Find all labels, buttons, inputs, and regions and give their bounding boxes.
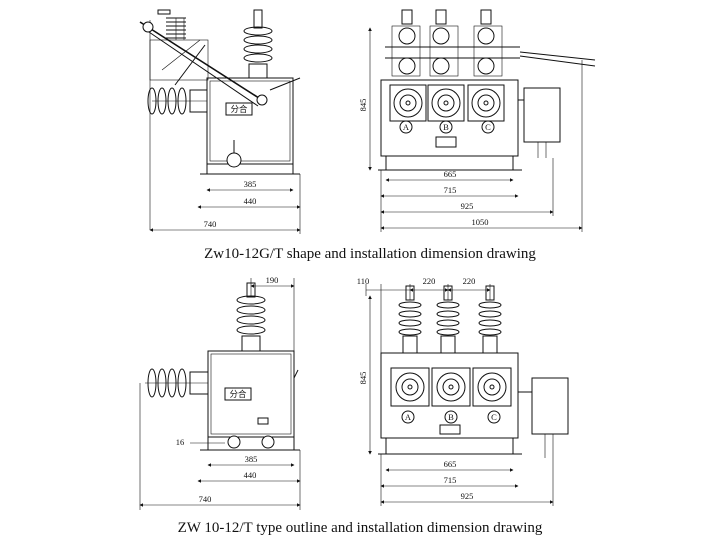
front-plate-2 — [439, 424, 461, 435]
front-dim-715-b: 715 — [444, 475, 457, 485]
base-wheel-left — [227, 435, 241, 449]
phase-b-label-2: B — [448, 412, 454, 422]
front-box — [380, 79, 519, 157]
side-dim-440: 440 — [244, 196, 257, 206]
side-dim-740-b: 740 — [199, 494, 212, 504]
front-height-dim: 845 — [358, 99, 368, 112]
side-bushing-2 — [145, 368, 209, 398]
front-plate — [435, 136, 457, 148]
side-dim-385: 385 — [244, 179, 257, 189]
phase-windows — [389, 84, 505, 122]
panel-label-2: 分合 — [229, 389, 247, 399]
isolator-arm — [139, 20, 301, 230]
top-side-view: 分合 385 440 740 — [139, 9, 301, 234]
base-wheel-right — [261, 435, 275, 449]
phase-windows-2 — [390, 367, 512, 407]
front-box-2 — [380, 352, 519, 439]
top-caption: Zw10-12G/T shape and installation dimens… — [204, 246, 536, 262]
side-bushing — [147, 87, 208, 115]
front-top-dim-220-b: 220 — [463, 276, 476, 286]
side-dim-385-b: 385 — [245, 454, 258, 464]
front-top-dim-110: 110 — [357, 276, 369, 286]
bottom-front-view: A B C 110 220 220 845 665 715 — [357, 276, 569, 506]
front-top-dim-220-a: 220 — [423, 276, 436, 286]
top-bushing — [243, 9, 273, 79]
bottom-side-view: 分合 16 190 385 440 740 — [139, 275, 301, 510]
front-dim-665-b: 665 — [444, 459, 457, 469]
bottom-caption: ZW 10-12/T type outline and installation… — [178, 520, 543, 536]
phase-c-label: C — [485, 122, 491, 132]
breaker-box — [206, 77, 294, 165]
top-front-view: A B C 845 665 715 925 1050 — [358, 9, 596, 232]
side-dim-740: 740 — [204, 219, 217, 229]
bolt-dim-16: 16 — [176, 437, 185, 447]
front-dim-1050: 1050 — [472, 217, 489, 227]
front-dim-925: 925 — [461, 201, 474, 211]
side-dim-440-b: 440 — [244, 470, 257, 480]
control-cabinet-2 — [531, 377, 569, 435]
base-ring — [226, 152, 242, 168]
front-dim-715: 715 — [444, 185, 457, 195]
front-dim-665: 665 — [444, 169, 457, 179]
front-height-dim-2: 845 — [358, 372, 368, 385]
phase-c-label-2: C — [491, 412, 497, 422]
side-dim-190: 190 — [266, 275, 279, 285]
panel-plate-2 — [224, 387, 252, 401]
panel-label: 分合 — [230, 104, 248, 114]
front-dim-925-b: 925 — [461, 491, 474, 501]
three-bushings — [398, 285, 502, 354]
spring-coil — [157, 9, 186, 40]
phase-b-label: B — [443, 122, 449, 132]
panel-plate — [225, 102, 253, 116]
phase-a-label: A — [403, 122, 410, 132]
phase-a-label-2: A — [405, 412, 412, 422]
top-terminals — [385, 9, 596, 77]
control-cabinet — [523, 87, 561, 143]
